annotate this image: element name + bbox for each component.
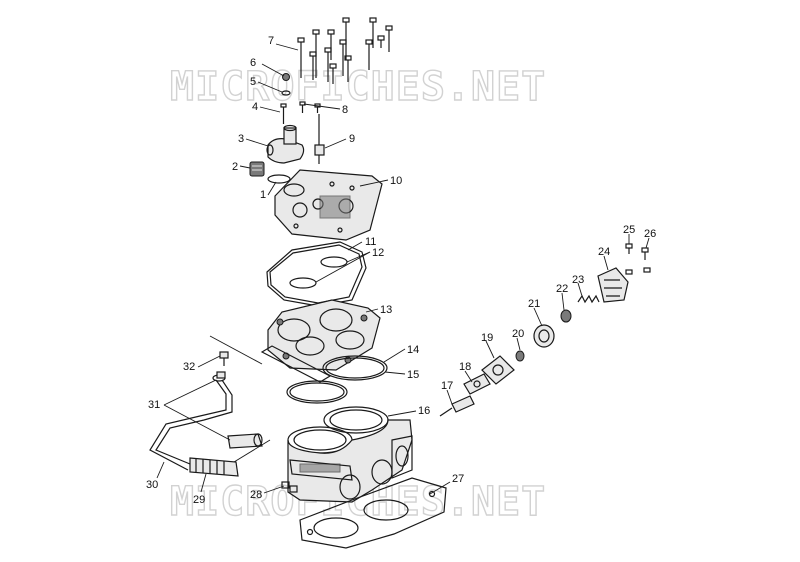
- callout-21: 21: [528, 298, 540, 310]
- hose-fitting-31: [227, 433, 263, 449]
- diaphragm-21: [533, 324, 555, 348]
- callout-16: 16: [418, 405, 430, 417]
- nut-6: [282, 73, 290, 81]
- callout-28: 28: [250, 489, 262, 501]
- callout-labels: 7 6 5 4 8 3 9 2 1 10 11 12 13 14 15 16 1…: [146, 35, 656, 506]
- o-ring-1: [267, 174, 291, 184]
- callout-18: 18: [459, 361, 471, 373]
- callout-10: 10: [390, 175, 402, 187]
- callout-15: 15: [407, 369, 419, 381]
- callout-30: 30: [146, 479, 158, 491]
- callout-24: 24: [598, 246, 610, 258]
- callout-22: 22: [556, 283, 568, 295]
- cylinder-block-16: [287, 406, 413, 503]
- callout-17: 17: [441, 380, 453, 392]
- valve-assembly: [439, 243, 651, 417]
- stud-4: [280, 103, 287, 124]
- gasket-14: [322, 355, 388, 381]
- head-insert-13: [267, 299, 381, 371]
- callout-3: 3: [238, 133, 244, 145]
- callout-20: 20: [512, 328, 524, 340]
- head-bolt-group: [297, 17, 393, 84]
- callout-9: 9: [349, 133, 355, 145]
- o-rings-12: [289, 256, 348, 289]
- callout-29: 29: [193, 494, 205, 506]
- washer-22: [560, 309, 572, 323]
- nut-20: [515, 350, 525, 362]
- washer-5: [281, 90, 291, 96]
- callout-6: 6: [250, 57, 256, 69]
- callout-26: 26: [644, 228, 656, 240]
- callout-13: 13: [380, 304, 392, 316]
- hose-clamp-29: [189, 457, 239, 477]
- housing-19: [481, 355, 515, 385]
- hose-assembly: [149, 351, 263, 477]
- leader-lines: [156, 43, 650, 495]
- callout-8: 8: [342, 104, 348, 116]
- callout-14: 14: [407, 344, 419, 356]
- gasket-18: [463, 373, 491, 395]
- callout-32: 32: [183, 361, 195, 373]
- elbow-fitting-32: [219, 351, 229, 366]
- screws-25: [625, 243, 633, 275]
- callout-1: 1: [260, 189, 266, 201]
- base-gasket-27: [299, 477, 447, 549]
- callout-7: 7: [268, 35, 274, 47]
- callout-5: 5: [250, 76, 256, 88]
- studs-28: [281, 481, 298, 493]
- temp-sensor-9: [314, 114, 325, 164]
- valve-17: [439, 395, 475, 417]
- cover-24: [597, 267, 629, 303]
- watermark-top: MICROFICHES.NET: [170, 64, 546, 110]
- thermostat-2: [249, 161, 265, 177]
- spring-23: [577, 294, 600, 304]
- callout-2: 2: [232, 161, 238, 173]
- callout-12: 12: [372, 247, 384, 259]
- callout-27: 27: [452, 473, 464, 485]
- callout-23: 23: [572, 274, 584, 286]
- callout-4: 4: [252, 101, 258, 113]
- callout-11: 11: [365, 236, 376, 248]
- callout-31: 31: [148, 399, 160, 411]
- gasket-15: [286, 380, 348, 404]
- cylinder-head-10: [274, 169, 383, 241]
- screws-26: [641, 247, 651, 273]
- water-outlet-3: [266, 124, 305, 164]
- callout-19: 19: [481, 332, 493, 344]
- head-gasket-11: [266, 241, 367, 307]
- callout-25: 25: [623, 224, 635, 236]
